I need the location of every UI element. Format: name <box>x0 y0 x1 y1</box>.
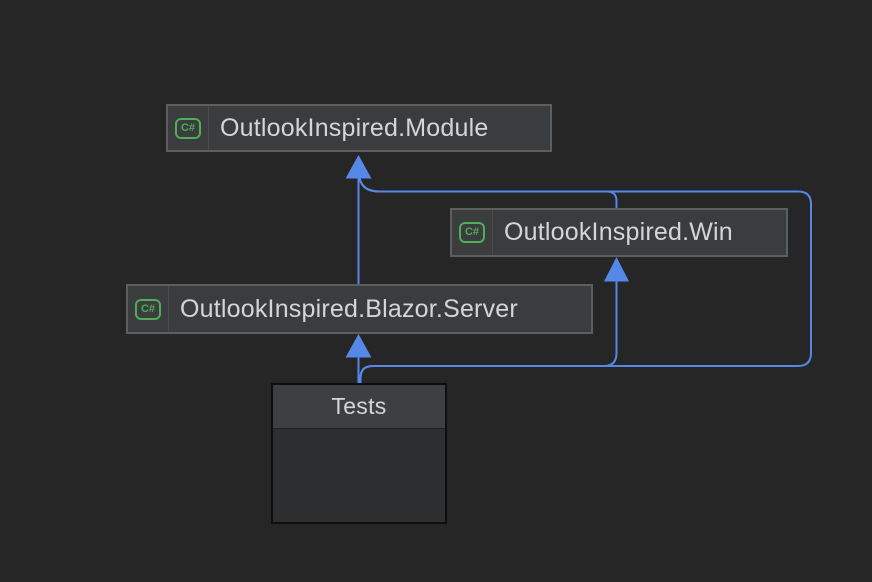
tests-node-header: Tests <box>273 385 445 429</box>
arrowhead-into-blazor-server <box>345 334 372 358</box>
csharp-project-icon: C# <box>452 210 493 255</box>
csharp-badge-label: C# <box>135 298 161 320</box>
edge-win-to-module[interactable] <box>358 177 618 208</box>
node-tests[interactable]: Tests <box>271 383 447 524</box>
node-label: OutlookInspired.Win <box>504 218 733 246</box>
node-outlookinspired-win[interactable]: C# OutlookInspired.Win <box>450 208 788 257</box>
edge-tests-to-win[interactable] <box>359 257 630 384</box>
node-label: Tests <box>331 393 387 419</box>
arrowhead-into-module <box>345 155 372 179</box>
csharp-badge-label: C# <box>459 222 485 243</box>
arrowhead-into-win <box>604 257 629 282</box>
csharp-project-icon: C# <box>168 106 209 150</box>
node-label: OutlookInspired.Module <box>220 113 489 142</box>
edge-blazor-server-to-module[interactable] <box>345 155 372 284</box>
tests-node-body <box>273 429 445 522</box>
node-label: OutlookInspired.Blazor.Server <box>180 294 518 323</box>
edge-tests-to-blazor-server[interactable] <box>345 334 372 384</box>
csharp-project-icon: C# <box>128 286 169 332</box>
node-outlookinspired-blazor-server[interactable]: C# OutlookInspired.Blazor.Server <box>126 284 593 334</box>
node-outlookinspired-module[interactable]: C# OutlookInspired.Module <box>166 104 552 152</box>
csharp-badge-label: C# <box>175 117 201 139</box>
